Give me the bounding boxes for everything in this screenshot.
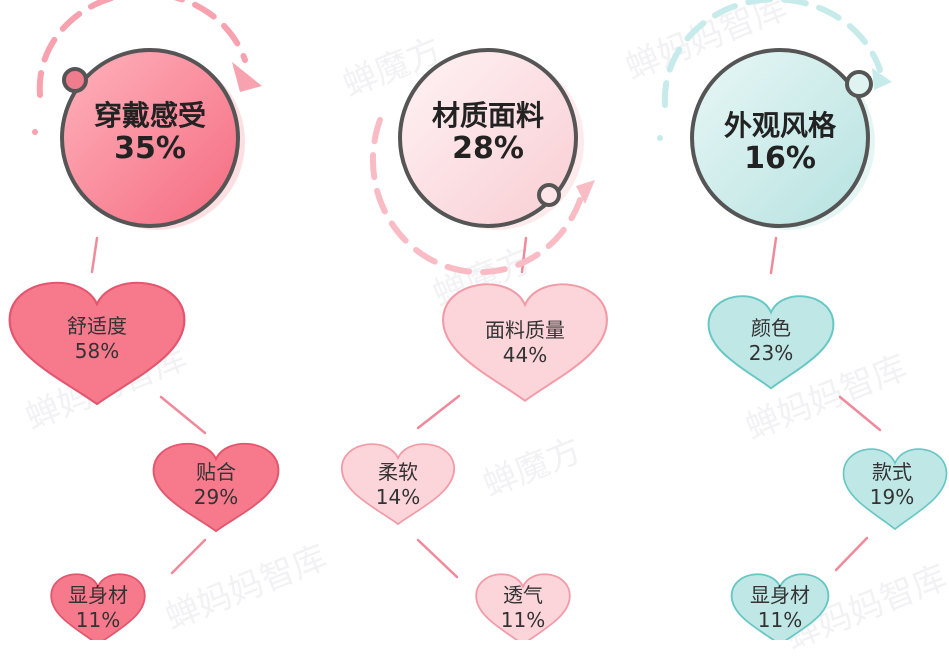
knob [537,183,561,207]
knob [62,67,88,93]
dashed-arc [661,0,883,108]
connector [416,538,459,579]
dot [657,135,663,141]
category-circle-style [657,0,892,230]
category-name: 材质面料 [431,99,544,132]
category-percent: 35% [114,131,186,167]
node-name: 显身材 [68,583,128,607]
node-label-slimming-2: 显身材 11% [730,583,830,633]
connectors [90,236,882,579]
node-label-comfort: 舒适度 58% [37,314,157,364]
diagram-graphics [8,0,948,640]
circle [398,48,578,228]
node-name: 显身材 [750,583,810,607]
category-name: 穿戴感受 [93,99,206,132]
connector [170,538,207,575]
arrow-icon [872,68,892,90]
node-name: 透气 [503,583,543,607]
node-label-color: 颜色 23% [721,316,821,366]
dashed-arc [370,117,583,276]
circle [60,48,240,228]
hierarchy-diagram: 蝉魔方 蝉妈妈智库 蝉魔方 蝉妈妈智库 蝉魔方 蝉妈妈智库 蝉妈妈智库 蝉妈妈智… [8,0,949,658]
category-name: 外观风格 [723,109,836,142]
knob [845,70,873,98]
connector [416,394,461,430]
node-name: 舒适度 [67,314,127,338]
circle [690,48,870,228]
connector [90,236,99,274]
node-name: 款式 [872,460,912,484]
node-percent: 23% [748,341,794,365]
arrow-icon [576,180,595,204]
connector [838,395,882,432]
dot [32,129,38,135]
node-percent: 11% [500,608,546,632]
node-name: 面料质量 [485,318,565,342]
category-percent: 28% [452,131,524,167]
arrow-icon [232,62,262,92]
connector [159,395,207,435]
node-percent: 29% [193,485,239,509]
category-percent: 16% [744,141,816,177]
connector [520,236,528,274]
node-percent: 14% [375,485,421,509]
category-label-comfort: 穿戴感受 35% [62,99,238,167]
dashed-arc [36,0,248,98]
node-percent: 44% [502,343,548,367]
category-label-style: 外观风格 16% [692,109,868,177]
node-name: 贴合 [196,460,236,484]
node-percent: 58% [74,339,120,363]
connector [834,536,869,572]
node-label-fabric-quality: 面料质量 44% [455,318,595,368]
node-label-slimming: 显身材 11% [48,583,148,633]
category-circle-fabric [370,48,595,276]
node-percent: 11% [757,608,803,632]
node-label-breathable: 透气 11% [473,583,573,633]
connector [769,236,778,275]
node-label-fit: 贴合 29% [166,460,266,510]
node-percent: 11% [75,608,121,632]
category-circle-comfort [32,0,262,230]
node-name: 颜色 [751,316,791,340]
category-label-fabric: 材质面料 28% [400,99,576,167]
node-percent: 19% [869,485,915,509]
node-label-style: 款式 19% [842,460,942,510]
node-label-soft: 柔软 14% [348,460,448,510]
node-name: 柔软 [378,460,418,484]
